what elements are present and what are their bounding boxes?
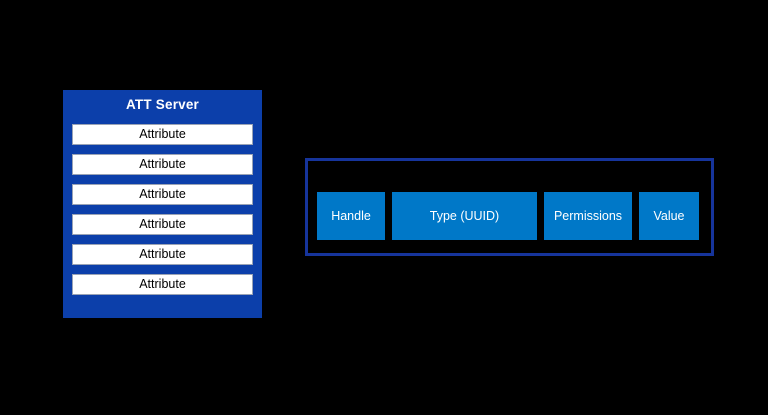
attribute-row[interactable]: Attribute (72, 214, 253, 235)
attribute-row[interactable]: Attribute (72, 274, 253, 295)
attribute-field-handle[interactable]: Handle (317, 192, 385, 240)
attribute-field-value[interactable]: Value (639, 192, 699, 240)
attribute-field-type[interactable]: Type (UUID) (392, 192, 537, 240)
attribute-list: Attribute Attribute Attribute Attribute … (72, 124, 253, 295)
att-server-panel: ATT Server Attribute Attribute Attribute… (63, 90, 262, 318)
attribute-structure-panel: Handle Type (UUID) Permissions Value (305, 158, 714, 256)
attribute-row[interactable]: Attribute (72, 184, 253, 205)
att-server-title: ATT Server (125, 97, 200, 112)
attribute-field-permissions[interactable]: Permissions (544, 192, 632, 240)
attribute-row[interactable]: Attribute (72, 244, 253, 265)
attribute-row[interactable]: Attribute (72, 124, 253, 145)
attribute-field-group: Handle Type (UUID) Permissions Value (317, 192, 699, 240)
attribute-row[interactable]: Attribute (72, 154, 253, 175)
